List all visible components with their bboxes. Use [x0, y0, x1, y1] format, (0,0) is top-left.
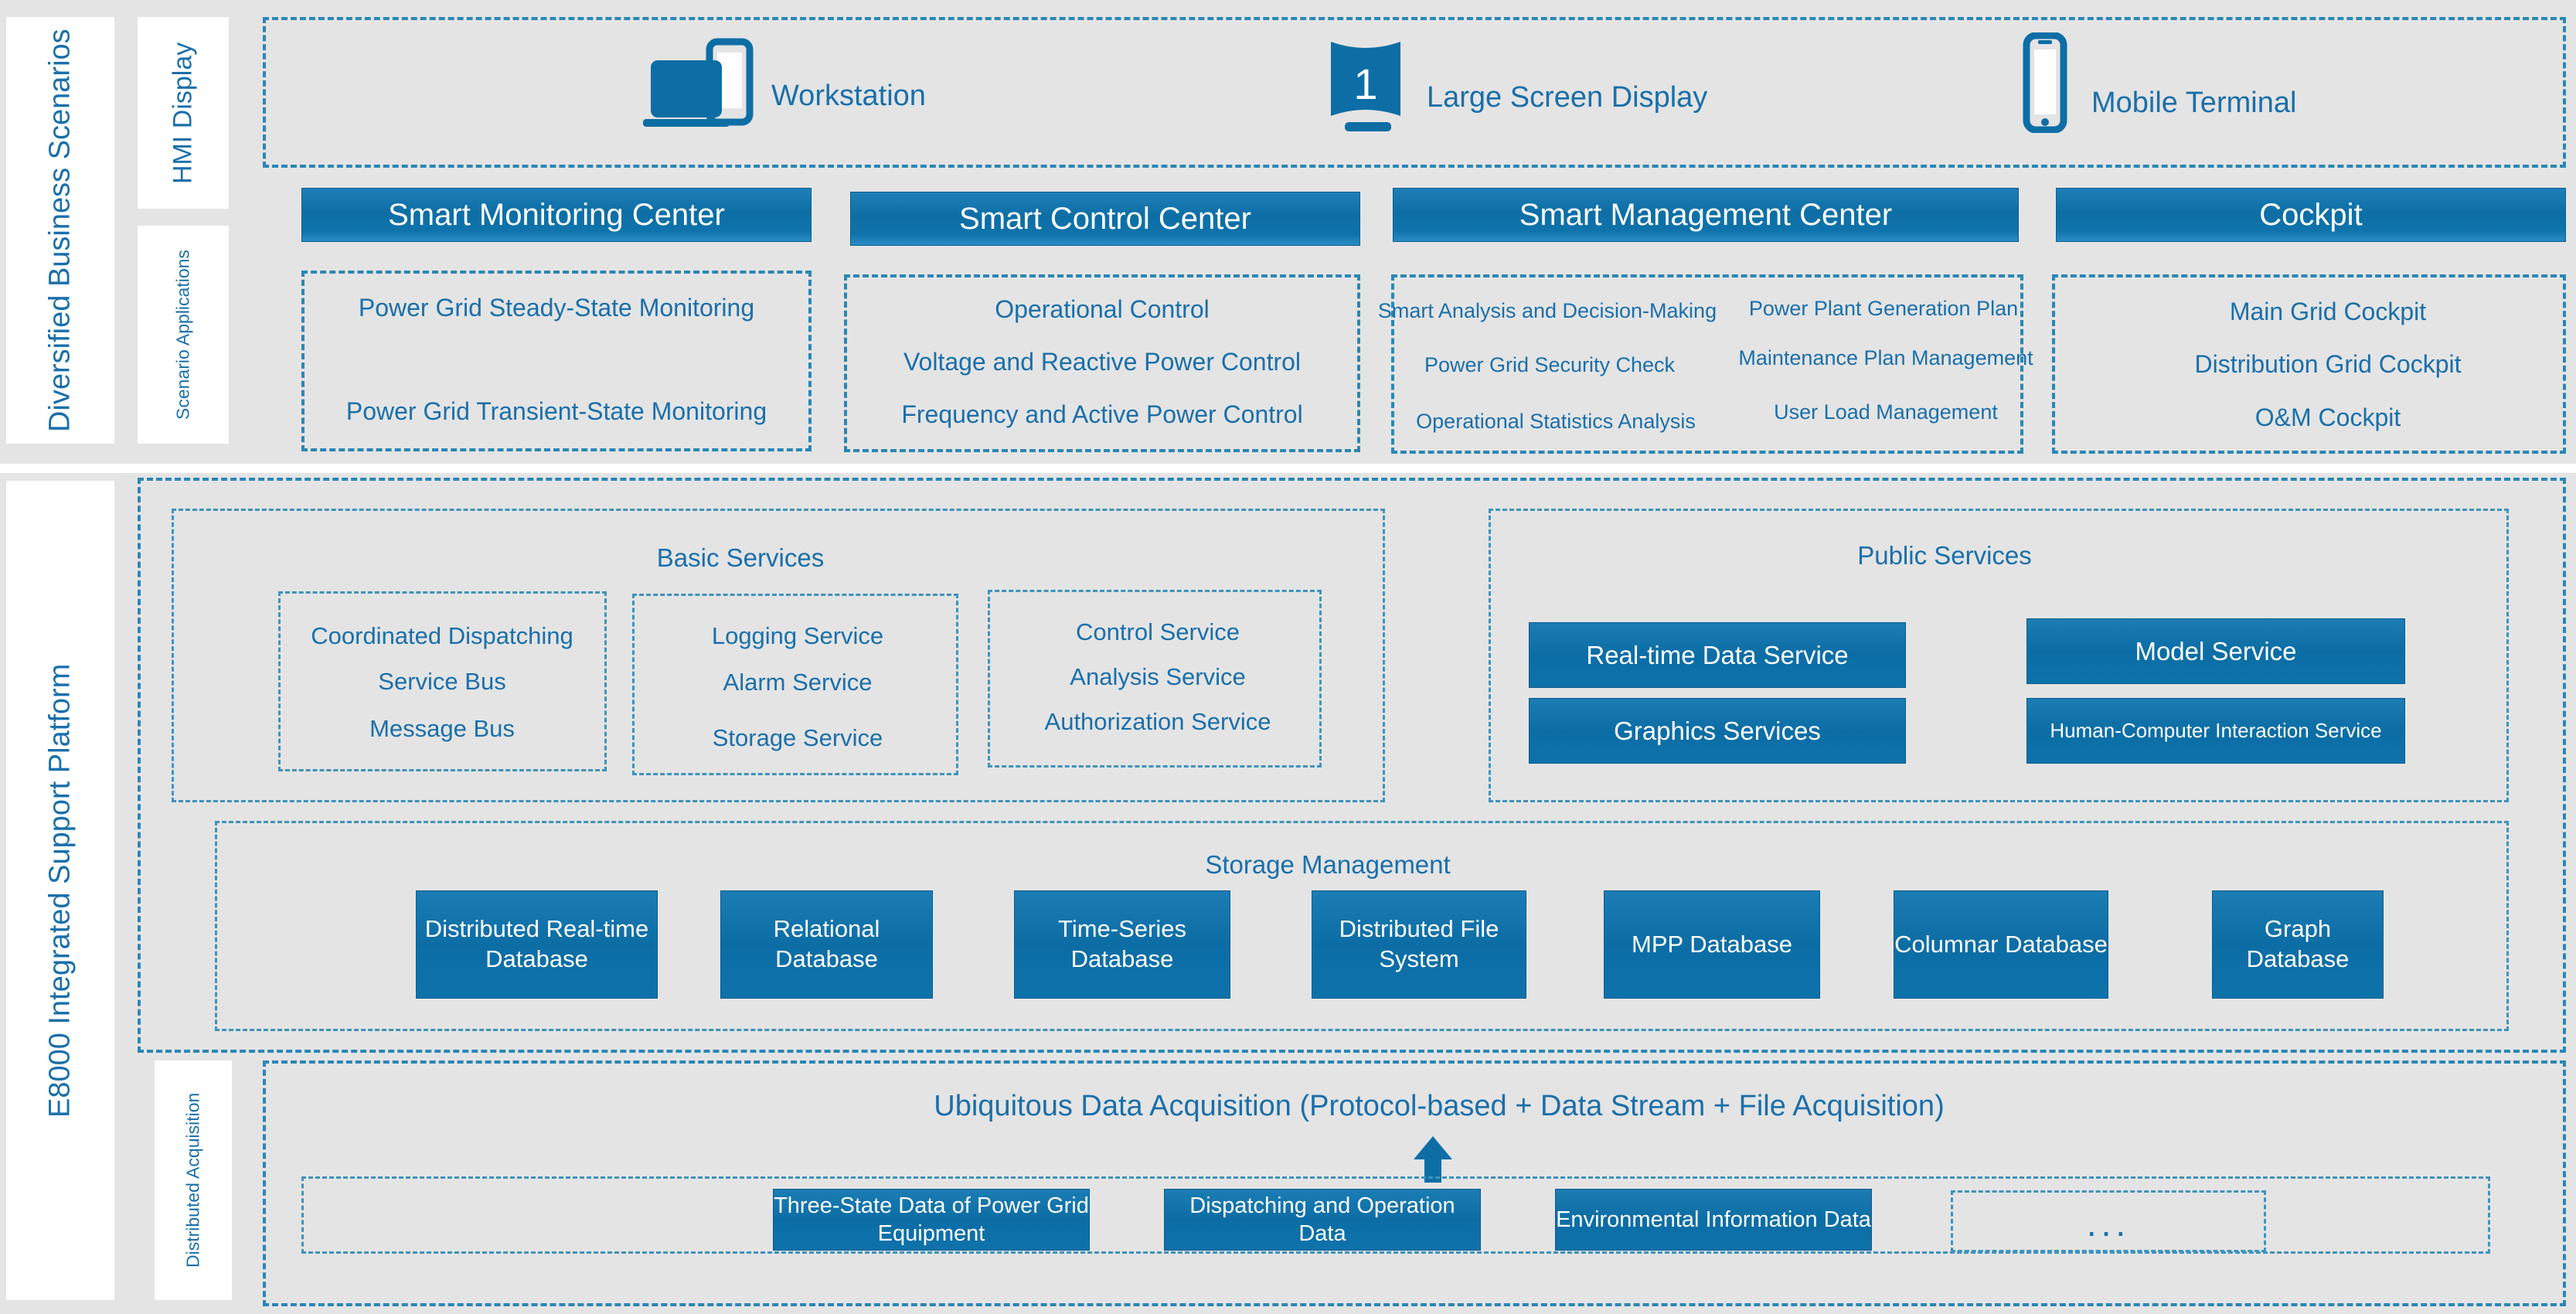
- workstation-label: Workstation: [771, 80, 926, 112]
- data-sources-ellipsis: ...: [2086, 1203, 2131, 1244]
- app-item[interactable]: O&M Cockpit: [2254, 403, 2401, 431]
- label-scenario-applications: Scenario Applications: [138, 226, 229, 444]
- public-service-graphics[interactable]: Graphics Services: [1529, 698, 1906, 764]
- apps-panel-smart-control: [844, 274, 1360, 452]
- app-item[interactable]: Main Grid Cockpit: [2229, 298, 2427, 325]
- database-time-series[interactable]: Time-Series Database: [1014, 890, 1230, 999]
- support-platform-container: [138, 478, 2566, 1053]
- service-item[interactable]: Storage Service: [712, 724, 883, 751]
- service-item[interactable]: Message Bus: [369, 715, 515, 742]
- app-item[interactable]: Power Grid Transient-State Monitoring: [345, 397, 767, 425]
- basic-services-group-1: [278, 591, 607, 771]
- label-diversified-business-scenarios: Diversified Business Scenarios: [6, 17, 114, 444]
- public-service-human-computer-interaction[interactable]: Human-Computer Interaction Service: [2026, 698, 2405, 764]
- arrow-up-icon: [1412, 1135, 1454, 1183]
- app-item[interactable]: Frequency and Active Power Control: [901, 400, 1303, 428]
- label-e8000-platform: E8000 Integrated Support Platform: [6, 481, 114, 1300]
- database-mpp[interactable]: MPP Database: [1604, 890, 1820, 999]
- app-item[interactable]: Smart Analysis and Decision-Making: [1377, 299, 1717, 322]
- service-item[interactable]: Alarm Service: [723, 669, 873, 696]
- large-screen-display-label: Large Screen Display: [1427, 81, 1708, 114]
- basic-services-group-3: [988, 590, 1322, 768]
- svg-text:1: 1: [1353, 60, 1377, 108]
- database-columnar[interactable]: Columnar Database: [1894, 890, 2108, 999]
- public-service-model[interactable]: Model Service: [2026, 618, 2405, 684]
- label-distributed-acquisition: Distributed Acquisition: [155, 1060, 232, 1300]
- database-distributed-real-time[interactable]: Distributed Real-time Database: [416, 890, 658, 999]
- apps-panel-smart-management: [1391, 274, 2023, 454]
- basic-services-group-2: [632, 594, 958, 775]
- database-distributed-file-system[interactable]: Distributed File System: [1312, 890, 1526, 999]
- app-item[interactable]: Voltage and Reactive Power Control: [903, 348, 1302, 376]
- service-item[interactable]: Logging Service: [711, 622, 884, 649]
- service-item[interactable]: Analysis Service: [1070, 663, 1246, 690]
- public-services-title: Public Services: [1857, 541, 2032, 570]
- app-item[interactable]: Maintenance Plan Management: [1738, 346, 2033, 369]
- app-item[interactable]: Power Grid Security Check: [1424, 353, 1676, 376]
- public-services-panel: [1489, 509, 2509, 802]
- app-item[interactable]: Operational Control: [995, 295, 1210, 323]
- large-screen-display-icon: 1: [1323, 36, 1414, 133]
- data-acquisition-container: [263, 1060, 2566, 1306]
- center-header-cockpit[interactable]: Cockpit: [2056, 188, 2566, 242]
- service-item[interactable]: Authorization Service: [1044, 708, 1271, 735]
- storage-management-title: Storage Management: [1205, 850, 1451, 879]
- hmi-display-container: [263, 17, 2566, 168]
- database-graph[interactable]: Graph Database: [2212, 890, 2384, 999]
- data-acquisition-title: Ubiquitous Data Acquisition (Protocol-ba…: [934, 1090, 1945, 1122]
- apps-panel-cockpit: [2052, 274, 2566, 454]
- label-hmi-display: HMI Display: [138, 17, 229, 209]
- center-header-smart-management[interactable]: Smart Management Center: [1393, 188, 2019, 242]
- app-item[interactable]: Power Grid Steady-State Monitoring: [358, 294, 755, 322]
- app-item[interactable]: User Load Management: [1774, 400, 1998, 424]
- workstation-icon: [643, 37, 759, 128]
- app-item[interactable]: Operational Statistics Analysis: [1416, 410, 1696, 433]
- data-sources-more-placeholder: [1951, 1190, 2266, 1252]
- center-header-smart-monitoring[interactable]: Smart Monitoring Center: [301, 188, 812, 242]
- basic-services-panel: [172, 509, 1385, 802]
- service-item[interactable]: Control Service: [1076, 618, 1240, 645]
- public-service-real-time-data[interactable]: Real-time Data Service: [1529, 622, 1906, 688]
- mobile-terminal-label: Mobile Terminal: [2091, 87, 2297, 119]
- storage-management-panel: [215, 821, 2509, 1031]
- app-item[interactable]: Distribution Grid Cockpit: [2194, 350, 2462, 378]
- data-sources-panel: [301, 1176, 2490, 1254]
- service-item[interactable]: Service Bus: [378, 668, 506, 695]
- basic-services-title: Basic Services: [656, 543, 825, 572]
- data-source-dispatching-operation[interactable]: Dispatching and Operation Data: [1164, 1189, 1481, 1251]
- apps-panel-smart-monitoring: [301, 271, 812, 451]
- mobile-terminal-icon: [2017, 32, 2073, 134]
- center-header-smart-control[interactable]: Smart Control Center: [850, 192, 1360, 246]
- data-source-three-state[interactable]: Three-State Data of Power Grid Equipment: [773, 1189, 1090, 1251]
- app-item[interactable]: Power Plant Generation Plan: [1748, 297, 2019, 320]
- service-item[interactable]: Coordinated Dispatching: [311, 622, 573, 649]
- data-source-environmental[interactable]: Environmental Information Data: [1555, 1189, 1872, 1251]
- database-relational[interactable]: Relational Database: [720, 890, 933, 999]
